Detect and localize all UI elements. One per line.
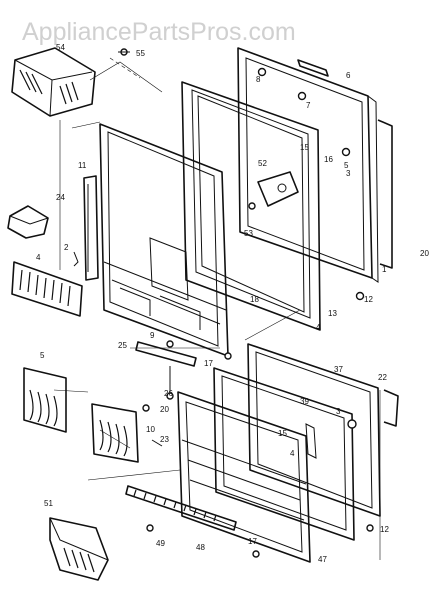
- callout-2: 2: [64, 243, 69, 252]
- callout-labels: 54 55 8 6 7 15 16 5 3 11 24 52 53 2 4 18…: [36, 43, 429, 564]
- freezer-door-liner: [99, 123, 229, 357]
- washer-9-icon: [166, 340, 174, 348]
- callout-20a: 20: [420, 249, 429, 258]
- callout-3a: 3: [346, 169, 351, 178]
- callout-17a: 17: [204, 359, 213, 368]
- callout-17b: 17: [248, 537, 257, 546]
- clip-2-icon: [73, 251, 79, 267]
- hardware-12-icon: [355, 291, 365, 301]
- callout-39: 39: [300, 397, 309, 406]
- hardware-3b-icon: [347, 419, 357, 429]
- callout-23: 23: [160, 435, 169, 444]
- door-bin-5: [23, 367, 67, 433]
- callout-4b: 4: [316, 323, 321, 332]
- callout-49: 49: [156, 539, 165, 548]
- fresh-food-door-outer: [247, 343, 399, 517]
- callout-26: 26: [164, 389, 173, 398]
- callout-12a: 12: [364, 295, 373, 304]
- callout-25: 25: [118, 341, 127, 350]
- freezer-door-outer-panel: [237, 47, 393, 283]
- door-bin-10: [91, 403, 139, 463]
- screw-17-bottom-icon: [252, 550, 260, 558]
- screw-49-icon: [146, 524, 154, 532]
- callout-13: 13: [328, 309, 337, 318]
- callout-5b: 5: [40, 351, 45, 360]
- callout-8: 8: [256, 75, 261, 84]
- hinge-bar-25: [135, 341, 197, 367]
- door-shelf-guard-4: [11, 261, 83, 317]
- callout-15: 15: [300, 143, 309, 152]
- temperature-control-52: [257, 171, 299, 207]
- callout-6: 6: [346, 71, 351, 80]
- callout-18: 18: [250, 295, 259, 304]
- screw-53-icon: [248, 202, 256, 210]
- fresh-food-door-liner: [177, 391, 311, 563]
- callout-37: 37: [334, 365, 343, 374]
- hardware-8-icon: [257, 67, 267, 77]
- callout-9: 9: [150, 331, 155, 340]
- freezer-shelf-rail: [83, 175, 99, 281]
- hardware-20a-icon: [142, 404, 150, 412]
- callout-22: 22: [378, 373, 387, 382]
- callout-24: 24: [56, 193, 65, 202]
- callout-15b: 15: [278, 429, 287, 438]
- callout-4a: 4: [36, 253, 41, 262]
- small-bin-24: [7, 205, 49, 239]
- callout-20b: 20: [160, 405, 169, 414]
- dairy-bin-top: [11, 47, 96, 117]
- fresh-food-trim: [305, 423, 317, 459]
- screw-55-icon: [118, 48, 130, 56]
- crisper-bin-51: [49, 517, 109, 581]
- callout-7: 7: [306, 101, 311, 110]
- hardware-12b-icon: [366, 524, 374, 532]
- screw-17-top-icon: [224, 352, 232, 360]
- watermark-text: AppliancePartsPros.com: [22, 18, 296, 46]
- callout-16: 16: [324, 155, 333, 164]
- fresh-food-door-gasket: [213, 367, 355, 541]
- freezer-handle: [297, 59, 329, 77]
- callout-5: 5: [344, 161, 349, 170]
- callout-1: 1: [382, 265, 387, 274]
- callout-3b: 3: [336, 407, 341, 416]
- callout-47: 47: [318, 555, 327, 564]
- hinge-pin-26-icon: [166, 366, 174, 400]
- callout-48: 48: [196, 543, 205, 552]
- freezer-door-gasket: [181, 81, 321, 331]
- hardware-23-icon: [151, 439, 163, 447]
- callout-4c: 4: [290, 449, 295, 458]
- callout-11: 11: [78, 161, 87, 170]
- callout-53: 53: [244, 229, 253, 238]
- hardware-7-icon: [297, 91, 307, 101]
- callout-10: 10: [146, 425, 155, 434]
- callout-51: 51: [44, 499, 53, 508]
- hardware-3-icon: [341, 147, 351, 157]
- callout-54: 54: [56, 43, 65, 52]
- callout-52: 52: [258, 159, 267, 168]
- callout-55: 55: [136, 49, 145, 58]
- callout-12b: 12: [380, 525, 389, 534]
- door-grille-48: [125, 485, 237, 531]
